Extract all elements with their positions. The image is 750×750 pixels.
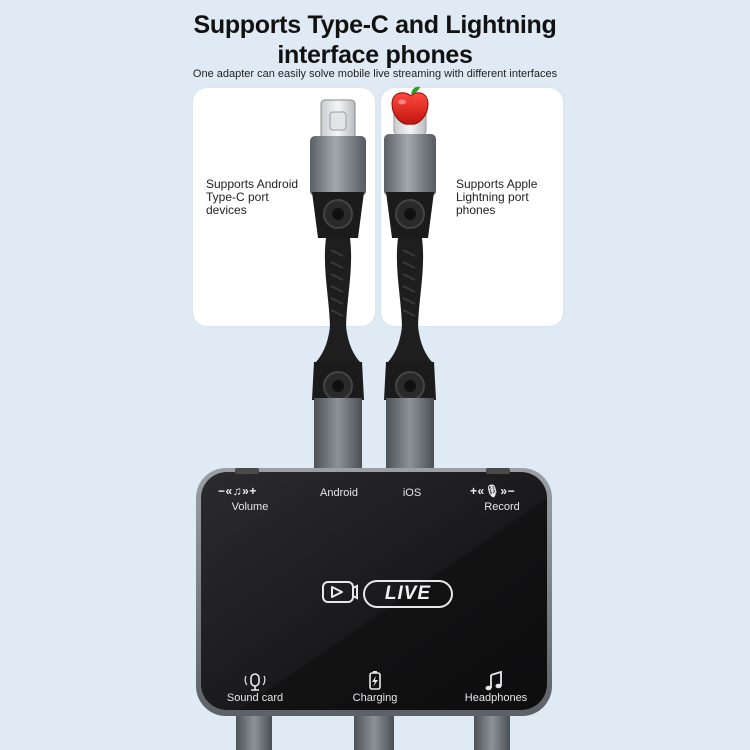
charging-label: Charging [352, 692, 398, 704]
page-title: Supports Type-C and Lightning interface … [0, 10, 750, 70]
record-control[interactable]: +«🎙»− [470, 484, 516, 498]
sound-card-label: Sound card [226, 692, 284, 704]
page-title-line2: interface phones [277, 41, 473, 69]
live-camera-icon [322, 581, 358, 603]
live-button[interactable]: LIVE [363, 580, 453, 608]
charging-icon [369, 671, 381, 690]
record-label: Record [484, 501, 520, 513]
music-note-icon [485, 670, 502, 691]
volume-control[interactable]: −«♫»+ [218, 484, 257, 498]
android-card-text: Supports Android Type-C port devices [206, 177, 299, 217]
page-title-line1: Supports Type-C and Lightning [193, 11, 557, 39]
headphones-label: Headphones [464, 692, 528, 704]
android-mode-label[interactable]: Android [320, 487, 358, 499]
ios-mode-label[interactable]: iOS [402, 487, 422, 499]
type-c-cable [310, 99, 366, 472]
apple-logo-icon [391, 86, 429, 125]
microphone-icon [244, 673, 266, 691]
volume-label: Volume [231, 501, 269, 513]
apple-card-text: Supports Apple Lightning port phones [456, 177, 538, 217]
lightning-cable [384, 99, 436, 472]
page-subtitle: One adapter can easily solve mobile live… [192, 68, 558, 80]
